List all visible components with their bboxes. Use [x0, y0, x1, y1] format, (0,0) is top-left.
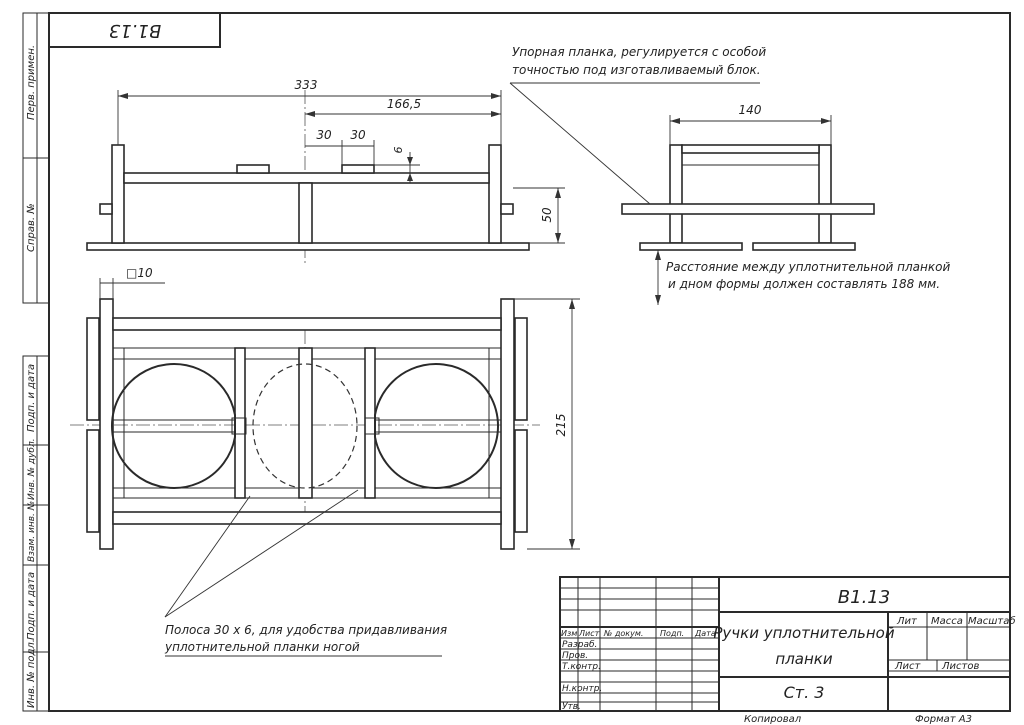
row-developed: Разраб.: [562, 640, 597, 650]
row-tcontrol: Т.контр.: [562, 662, 601, 672]
dim-w2: 30: [350, 128, 366, 142]
row-checked: Пров.: [562, 651, 588, 661]
side-label-1: Справ. №: [26, 203, 37, 252]
dim-height: 50: [540, 207, 554, 223]
plan-view: [70, 298, 540, 550]
note-distance-line2: и дном формы должен составлять 188 мм.: [668, 277, 940, 291]
hdr-scale: Масштаб: [968, 615, 1016, 627]
strip-note: Полоса 30 х 6, для удобства придавливани…: [164, 489, 447, 657]
side-label-6: Инв. № подл.: [26, 639, 37, 708]
side-label-3: Инв. № дубл.: [27, 438, 37, 500]
doc-title-line2: планки: [775, 650, 832, 668]
hdr-lit: Лит: [896, 616, 918, 627]
front-dimensions: 333 166,5 30 30 6 50: [117, 78, 565, 244]
side-label-0: Перв. примен.: [26, 45, 37, 120]
col-date: Дата: [694, 629, 716, 638]
doc-title-line1: Ручки уплотнительной: [713, 624, 894, 642]
doc-material: Ст. 3: [784, 683, 825, 702]
dim-depth: 215: [554, 414, 568, 437]
row-approved: Утв.: [562, 702, 581, 712]
distance-note: Расстояние между уплотнительной планкой …: [666, 260, 950, 291]
side-view: [621, 144, 875, 251]
side-stamp-column: Перв. примен. Справ. № Подп. и дата Инв.…: [22, 12, 50, 712]
note-strip-line2: уплотнительной планки ногой: [164, 640, 360, 654]
col-doc: № докум.: [603, 629, 643, 638]
hdr-mass: Масса: [931, 616, 963, 627]
dim-w1: 30: [316, 128, 332, 142]
note-distance-line1: Расстояние между уплотнительной планкой: [666, 260, 950, 274]
dim-half: 166,5: [387, 97, 421, 111]
note-stop-bar-line2: точностью под изготавливаемый блок.: [512, 63, 761, 77]
dim-square: □10: [126, 266, 153, 280]
hdr-sheets: Листов: [941, 661, 979, 672]
doc-code: В1.13: [838, 587, 890, 608]
side-label-4: Взам. инв. №: [27, 501, 37, 562]
dim-overall: 333: [295, 78, 318, 92]
corner-code-box: В1.13: [48, 12, 221, 48]
format-label: Формат А3: [915, 714, 972, 725]
front-view: [86, 90, 530, 265]
stop-bar-note: Упорная планка, регулируется с особой то…: [509, 45, 766, 205]
col-list: Лист: [578, 629, 600, 638]
note-stop-bar-line1: Упорная планка, регулируется с особой: [512, 45, 766, 59]
corner-code: В1.13: [109, 20, 161, 41]
title-block: Изм Лист № докум. Подп. Дата Разраб. Про…: [559, 576, 1016, 712]
plan-dimensions: □10 215: [99, 266, 580, 550]
side-label-2: Подп. и дата: [26, 364, 37, 432]
side-label-5: Подп. и дата: [26, 572, 37, 640]
side-dimensions: 140: [655, 103, 832, 305]
col-izm: Изм: [561, 629, 577, 638]
col-sign: Подп.: [660, 629, 684, 638]
row-ncontrol: Н.контр.: [562, 684, 602, 694]
copied-label: Копировал: [744, 714, 802, 725]
note-strip-line1: Полоса 30 х 6, для удобства придавливани…: [165, 623, 447, 637]
hdr-sheet: Лист: [894, 661, 922, 672]
dim-side-width: 140: [739, 103, 762, 117]
dim-thick: 6: [392, 147, 405, 154]
